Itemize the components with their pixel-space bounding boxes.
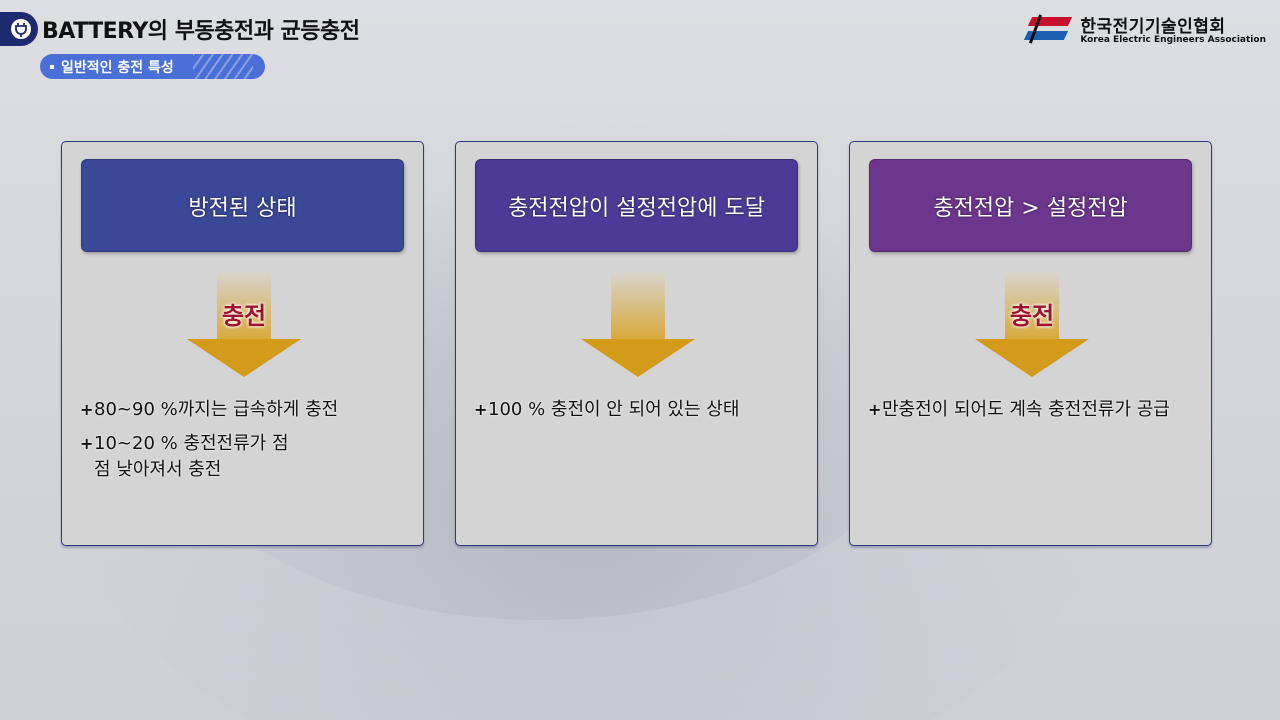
slide-title: BATTERY의 부동충전과 균등충전 [42, 19, 360, 44]
arrow-label: 충전 [1009, 302, 1055, 330]
bullet-icon [50, 64, 54, 69]
arrow-label: 충전 [221, 302, 267, 330]
down-arrow-icon: 충전 [187, 272, 301, 378]
panel-heading: 방전된 상태 [81, 159, 404, 252]
list-item: 10~20 % 충전전류가 점점 낮아져서 충전 [80, 431, 290, 483]
bullet-list: 100 % 충전이 안 되어 있는 상태 [474, 397, 799, 431]
down-arrow-icon [581, 272, 695, 378]
list-item: 80~90 %까지는 급속하게 충전 [80, 397, 405, 423]
bullet-list: 80~90 %까지는 급속하게 충전 10~20 % 충전전류가 점점 낮아져서… [80, 397, 405, 491]
section-subtitle: 일반적인 충전 특성 [40, 54, 265, 79]
logo-english-name: Korea Electric Engineers Association [1080, 35, 1266, 45]
list-item: 만충전이 되어도 계속 충전전류가 공급 [868, 397, 1193, 423]
subtitle-text: 일반적인 충전 특성 [61, 59, 174, 76]
panel-over-setpoint: 충전전압 > 설정전압 충전 만충전이 되어도 계속 충전전류가 공급 [849, 141, 1212, 546]
panel-heading: 충전전압 > 설정전압 [869, 159, 1192, 252]
plug-icon [8, 16, 34, 42]
kea-logo-icon [1024, 13, 1073, 44]
logo-korean-name: 한국전기기술인협회 [1080, 17, 1226, 37]
slide-header: BATTERY의 부동충전과 균등충전 [0, 12, 360, 46]
panel-heading: 충전전압이 설정전압에 도달 [475, 159, 798, 252]
panel-discharged: 방전된 상태 충전 80~90 %까지는 급속하게 충전 10~20 % 충전전… [61, 141, 424, 546]
bullet-list: 만충전이 되어도 계속 충전전류가 공급 [868, 397, 1193, 431]
panel-reached-setpoint: 충전전압이 설정전압에 도달 100 % 충전이 안 되어 있는 상태 [455, 141, 818, 546]
header-tab [0, 12, 38, 46]
kea-logo: 한국전기기술인협회 Korea Electric Engineers Assoc… [1024, 12, 1266, 45]
stripes-decoration [193, 54, 253, 79]
down-arrow-icon: 충전 [975, 272, 1089, 378]
list-item: 100 % 충전이 안 되어 있는 상태 [474, 397, 799, 423]
